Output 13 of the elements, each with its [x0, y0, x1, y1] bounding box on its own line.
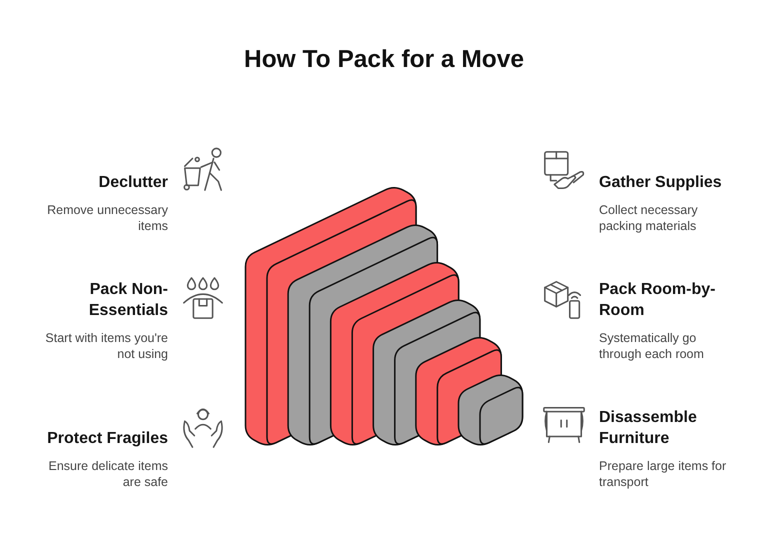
step-description: Collect necessary packing materials: [599, 203, 698, 233]
step-description: Ensure delicate items are safe: [48, 459, 168, 489]
step-description: Systematically go through each room: [599, 331, 704, 361]
step-description: Start with items you're not using: [45, 331, 168, 361]
step-description: Remove unnecessary items: [47, 203, 168, 233]
diagram-title: How To Pack for a Move: [244, 45, 524, 75]
step-description: Prepare large items for transport: [599, 459, 726, 489]
step-heading: Pack Non-Essentials: [88, 281, 168, 319]
step-heading: Pack Room-by-Room: [599, 281, 716, 319]
step-heading: Declutter: [98, 174, 168, 191]
step-heading: Protect Fragiles: [47, 430, 168, 447]
step-heading: Disassemble Furniture: [599, 409, 697, 447]
step-heading: Gather Supplies: [599, 174, 722, 191]
